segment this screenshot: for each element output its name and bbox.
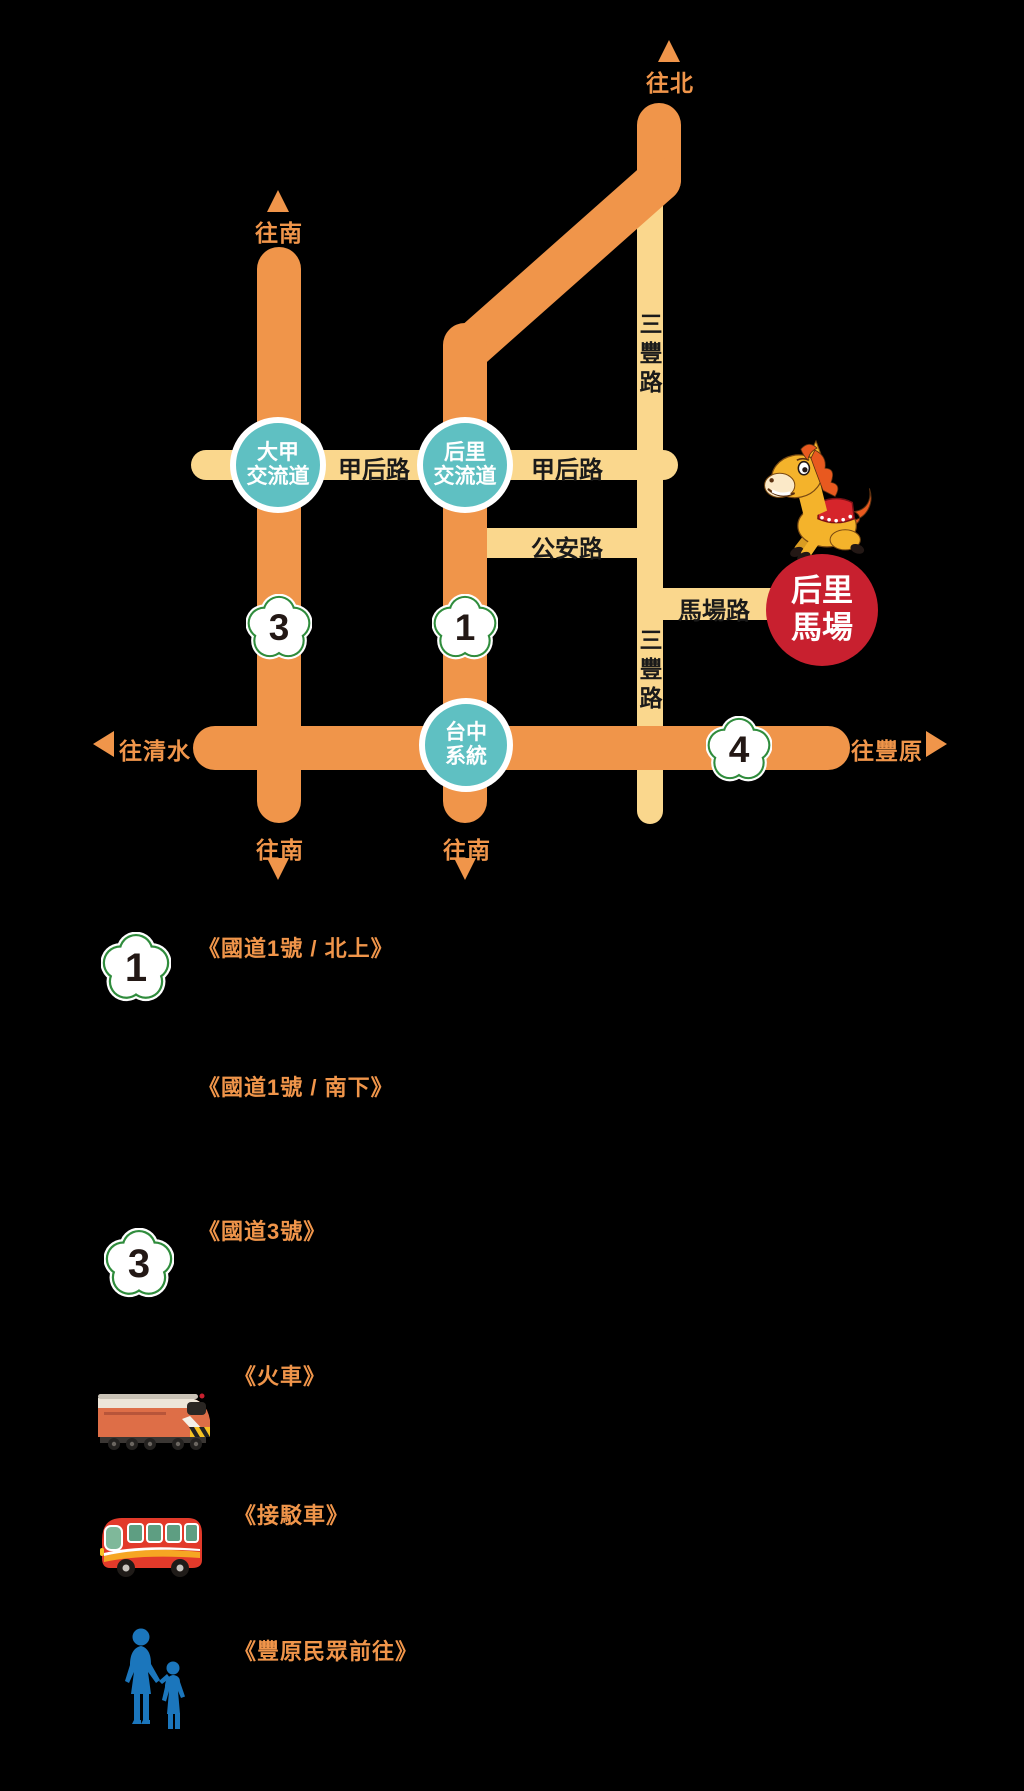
houli-interchange-line1: 后里: [444, 441, 486, 465]
west-arrow-icon: [93, 731, 114, 757]
taichung-system-line1: 台中: [445, 721, 487, 745]
legend-highway-3-number: 3: [127, 1241, 151, 1286]
north-label: 往北: [646, 70, 694, 96]
plum-blossom-shield-icon: [246, 594, 312, 660]
highway1-diagonal: [443, 158, 681, 374]
south-bottom-mid-arrow-icon: [454, 858, 476, 880]
legend-title-nh1-south: 《國道1號 / 南下》: [198, 1075, 394, 1100]
dajia-interchange-line2: 交流道: [246, 465, 310, 488]
plum-blossom-shield-icon: [432, 594, 498, 660]
highway-1-shield-map: 1: [432, 594, 498, 662]
south-top-label: 往南: [255, 220, 303, 246]
south-bottom-left-arrow-icon: [267, 858, 289, 880]
houli-interchange-node: 后里 交流道: [417, 417, 513, 513]
destination-badge: 后里 馬場: [766, 554, 878, 666]
legend-title-shuttle: 《接駁車》: [234, 1503, 350, 1528]
taichung-system-line2: 系統: [445, 745, 487, 768]
jiahou-road-label-left: 甲后路: [338, 457, 410, 484]
machang-road-label: 馬場路: [678, 598, 750, 625]
dajia-interchange-line1: 大甲: [257, 441, 299, 465]
plum-blossom-shield-icon: [104, 1228, 174, 1298]
horse-mascot-icon: [764, 439, 872, 563]
highway-1-shield-legend: 1: [101, 932, 171, 1004]
south-top-arrow-icon: [267, 190, 289, 212]
highway-1-number: 1: [454, 607, 476, 648]
highway-4-number: 4: [728, 729, 750, 770]
east-label: 往豐原: [851, 738, 923, 764]
highway-3-shield-map: 3: [246, 594, 312, 662]
houli-interchange-line2: 交流道: [433, 465, 497, 488]
north-arrow-icon: [658, 40, 680, 62]
gongan-road-label: 公安路: [531, 536, 603, 563]
legend-title-fengyuan-walk: 《豐原民眾前往》: [234, 1639, 419, 1664]
highway-3-number: 3: [268, 607, 290, 648]
highway-3-shield-legend: 3: [104, 1228, 174, 1300]
plum-blossom-shield-icon: [706, 716, 772, 782]
shuttle-bus-icon: [100, 1518, 202, 1577]
legend-title-nh1-north: 《國道1號 / 北上》: [198, 936, 394, 961]
east-arrow-icon: [926, 731, 947, 757]
destination-line1: 后里: [791, 573, 853, 609]
highway-4-shield-map: 4: [706, 716, 772, 784]
sanfeng-road-label-top: 三豐路: [639, 311, 663, 395]
taichung-system-node: 台中 系統: [419, 698, 513, 792]
legend-title-nh3: 《國道3號》: [198, 1219, 327, 1244]
legend-title-train: 《火車》: [234, 1364, 327, 1389]
pedestrians-icon: [125, 1628, 185, 1729]
legend-highway-1-number: 1: [124, 945, 148, 990]
dajia-interchange-node: 大甲 交流道: [230, 417, 326, 513]
sanfeng-road-label-bottom: 三豐路: [639, 627, 663, 711]
train-icon: [98, 1393, 210, 1450]
jiahou-road-label-right: 甲后路: [531, 457, 603, 484]
plum-blossom-shield-icon: [101, 932, 171, 1002]
destination-line2: 馬場: [791, 610, 853, 645]
west-label: 往清水: [119, 738, 191, 764]
